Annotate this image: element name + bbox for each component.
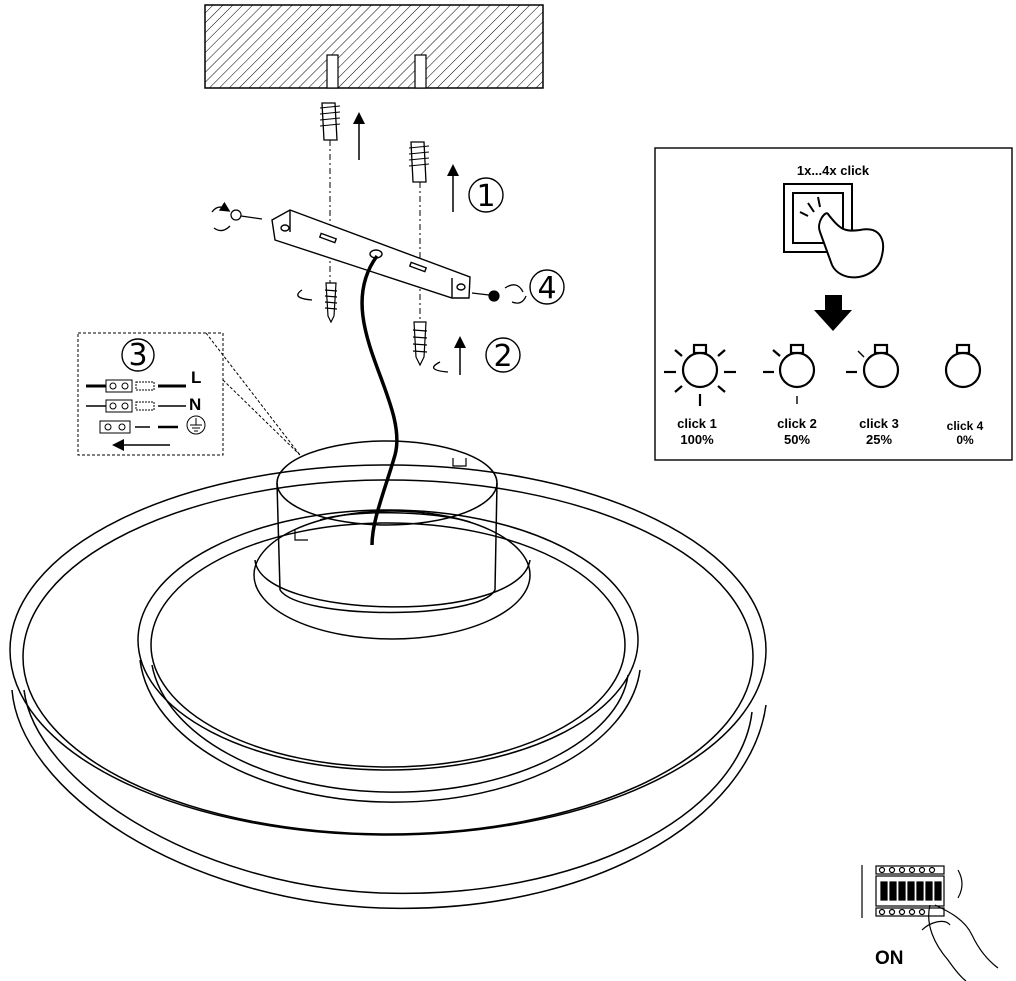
screw-left-horizontal: [230, 209, 263, 221]
click-2-label: click 2: [777, 416, 817, 431]
ceiling-lamp: [9, 254, 767, 910]
dimmer-title: 1x...4x click: [797, 163, 870, 178]
bulb-100-icon: [664, 343, 736, 406]
up-arrows: [353, 112, 466, 375]
svg-text:1: 1: [476, 179, 495, 214]
screw-vertical-left: [324, 282, 338, 324]
step-3: 3: [121, 338, 155, 373]
dimmer-instruction-panel: 1x...4x click: [654, 147, 1013, 461]
svg-text:3: 3: [128, 338, 147, 373]
down-arrow-icon: [814, 295, 852, 331]
click-1-percent: 100%: [680, 432, 714, 447]
click-3-label: click 3: [859, 416, 899, 431]
bulb-25-icon: [846, 343, 900, 389]
click-4-percent: 0%: [956, 433, 974, 447]
wall-plug-right: [408, 141, 430, 183]
wall-switch-icon: [783, 183, 885, 279]
mounting-bracket: [271, 209, 471, 299]
bulb-0-icon: [944, 343, 982, 389]
terminal-block-live: [86, 379, 186, 393]
circuit-breaker-icon: [861, 865, 999, 981]
click-4-label: click 4: [947, 419, 984, 433]
wiring-detail-box: 3 L N: [77, 332, 301, 456]
bulb-50-icon: [763, 343, 816, 404]
neutral-label: N: [189, 395, 201, 414]
svg-text:2: 2: [493, 339, 512, 374]
click-1-label: click 1: [677, 416, 717, 431]
rotate-arrows: [211, 201, 527, 373]
step-4: 4: [529, 269, 565, 306]
click-3-percent: 25%: [866, 432, 892, 447]
screw-vertical-right: [412, 321, 428, 367]
ceiling: [204, 4, 544, 89]
terminal-block-neutral: [86, 399, 186, 413]
live-label: L: [191, 368, 201, 387]
step-1: 1: [468, 177, 504, 214]
svg-text:4: 4: [537, 271, 556, 306]
screw-right-horizontal: [471, 290, 500, 302]
step-2: 2: [485, 337, 521, 374]
breaker-on-label: ON: [875, 948, 904, 969]
click-2-percent: 50%: [784, 432, 810, 447]
alignment-lines: [329, 140, 421, 330]
wall-plug-left: [319, 102, 341, 141]
earth-ground-icon: [186, 415, 206, 435]
terminal-block-earth: [99, 420, 178, 434]
